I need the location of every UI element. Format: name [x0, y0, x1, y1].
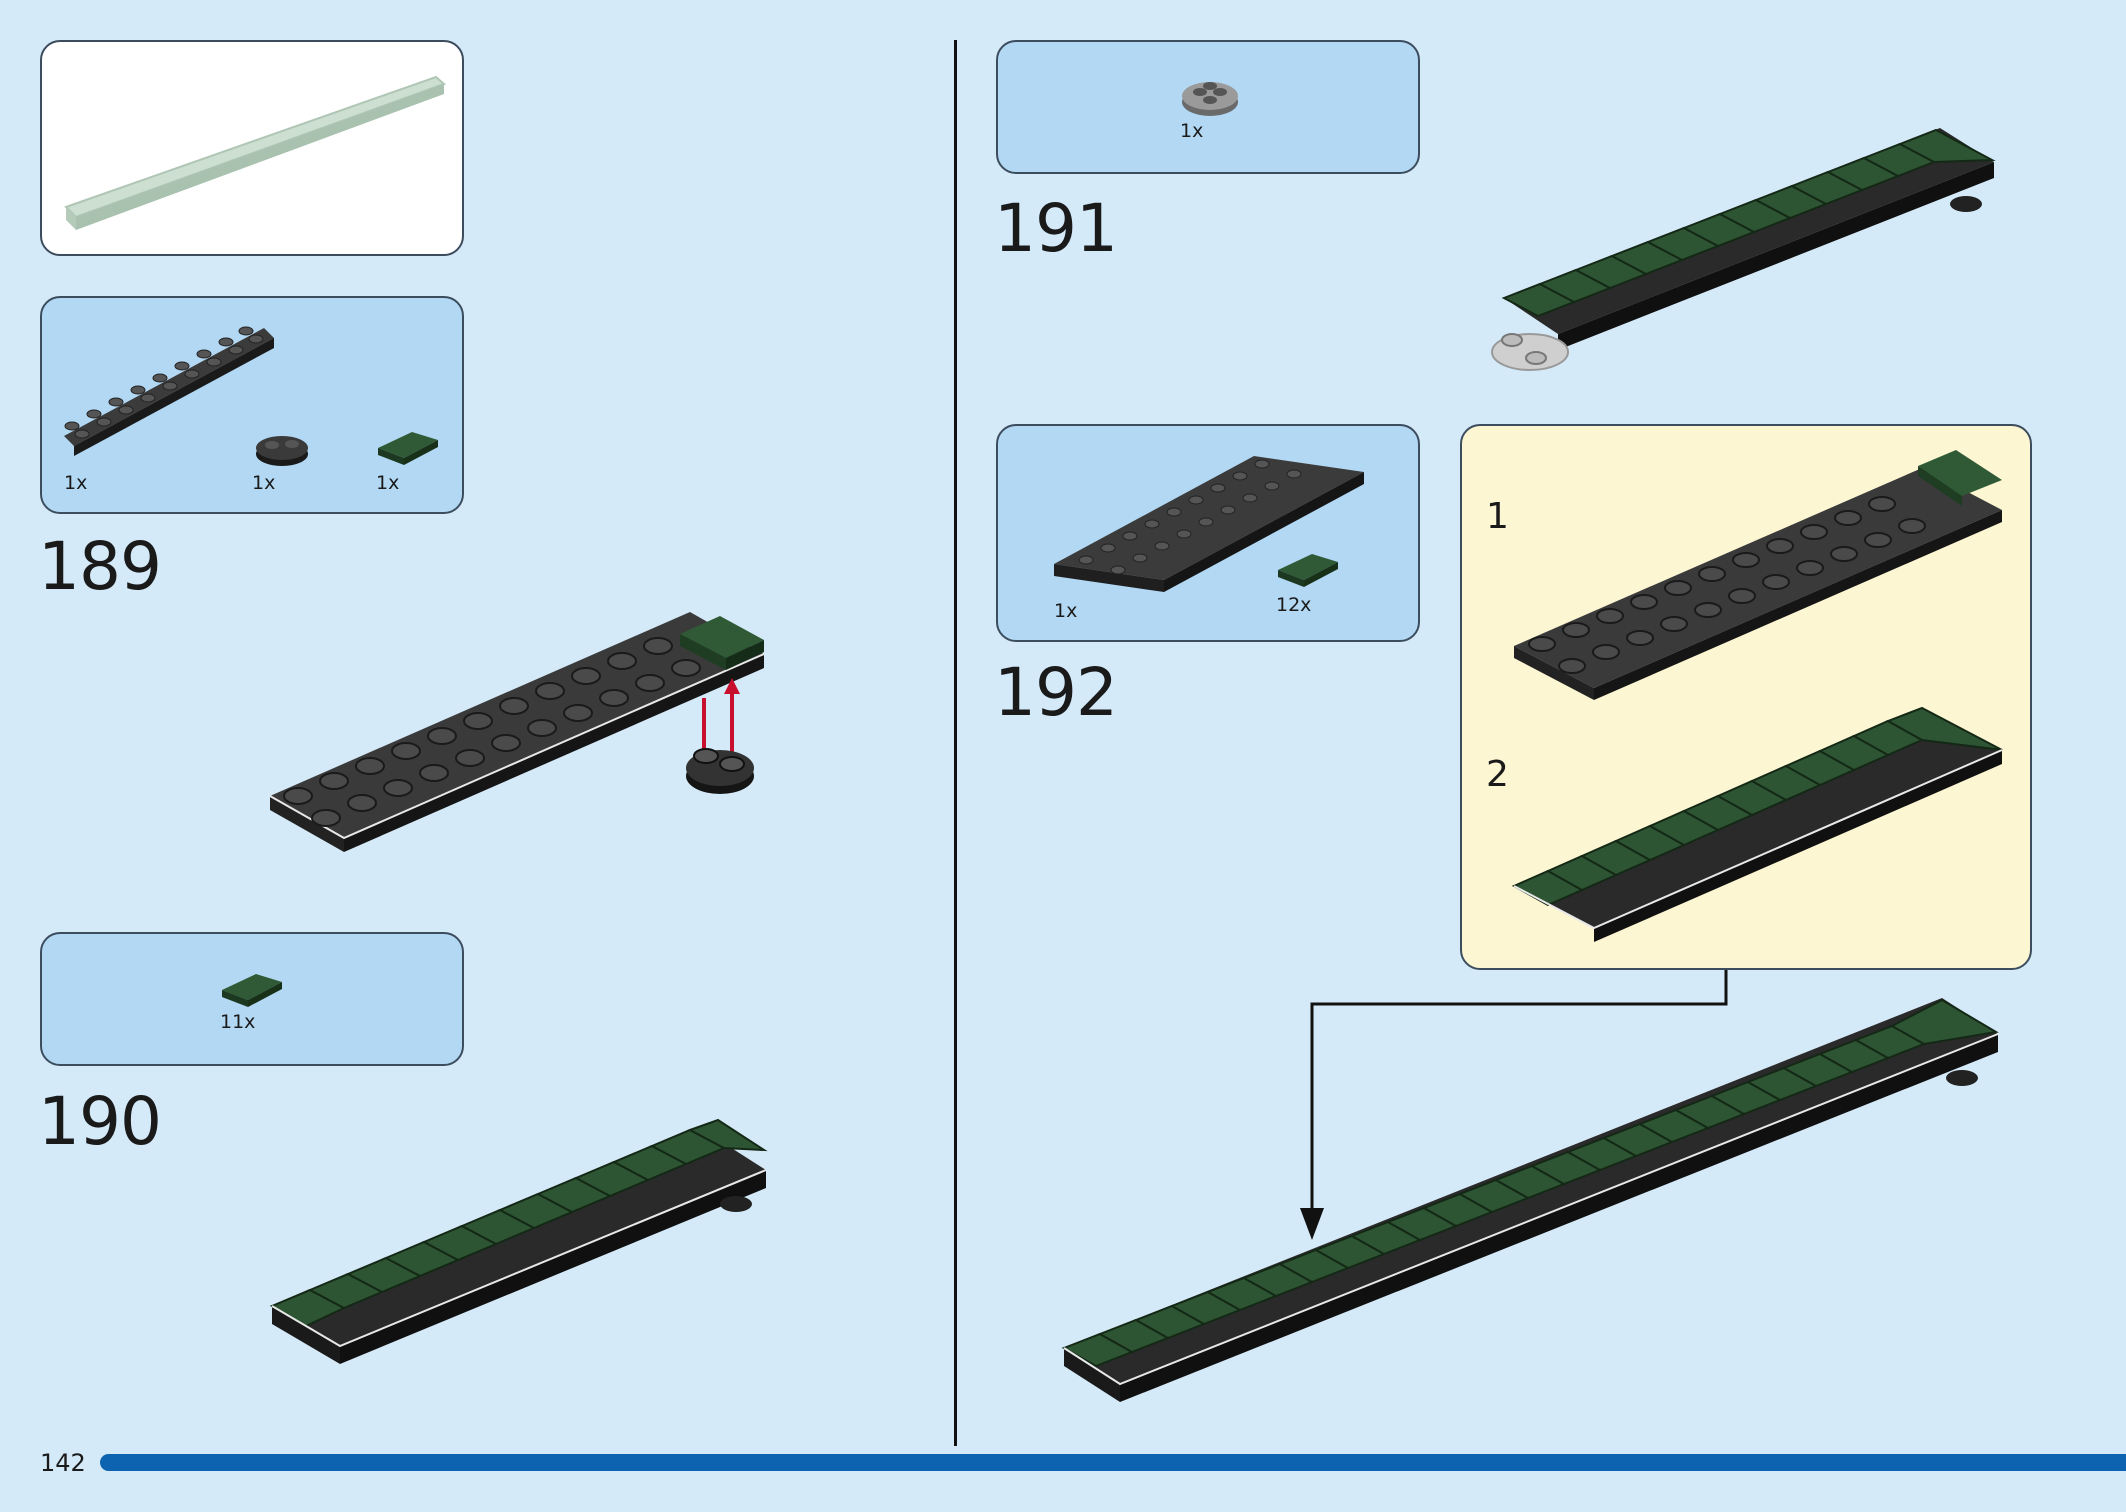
step-190-model [269, 1118, 768, 1364]
substep-number: 2 [1486, 754, 1509, 795]
round-plate-icon [1491, 333, 1569, 371]
step-number: 190 [38, 1083, 162, 1160]
green-tile-icon [1918, 450, 2002, 506]
black-plate-icon [1054, 456, 1364, 592]
round-plate-icon [1182, 82, 1238, 116]
part-qty: 1x [252, 472, 276, 494]
subassembly-panel: 1 2 [1460, 424, 2032, 970]
step-189-parts-panel: 1x 1x 1x [40, 296, 464, 514]
part-qty: 1x [376, 472, 400, 494]
round-plate-icon [256, 436, 308, 466]
step-192-parts-panel: 1x 12x [996, 424, 1420, 642]
round-plate-icon [686, 748, 754, 794]
step-191-parts-panel: 1x [996, 40, 1420, 174]
part-qty: 1x [1054, 600, 1078, 622]
progress-bar [100, 1454, 2126, 1471]
part-qty: 11x [220, 1011, 256, 1033]
page-number: 142 [40, 1449, 86, 1477]
part-qty: 12x [1276, 594, 1312, 616]
step-191-model [1491, 128, 1996, 371]
step-190-parts-panel: 11x [40, 932, 464, 1066]
part-qty: 1x [64, 472, 88, 494]
green-tile-icon [1278, 554, 1338, 587]
page-divider [954, 40, 957, 1446]
green-tile-icon [378, 432, 438, 465]
green-tile-icon [680, 616, 764, 670]
step-189-model [269, 612, 765, 852]
green-tile-icon [222, 974, 282, 1007]
step-192-model [1061, 998, 1999, 1402]
step-number: 189 [38, 528, 162, 605]
black-plate-icon [1514, 450, 2002, 700]
part-qty: 1x [1180, 120, 1204, 142]
black-plate-icon [64, 326, 274, 456]
step-number: 191 [994, 190, 1118, 267]
substep-number: 1 [1486, 496, 1509, 537]
green-tile-row-icon [1511, 706, 2003, 942]
step-number: 192 [994, 654, 1118, 731]
light-green-plate-icon [64, 75, 446, 230]
previous-step-preview [40, 40, 464, 256]
